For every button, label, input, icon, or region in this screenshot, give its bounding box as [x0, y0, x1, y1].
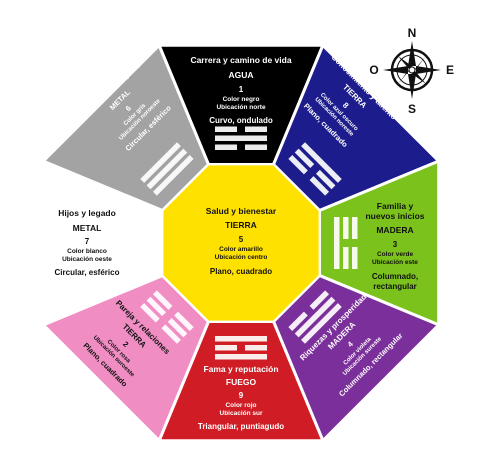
north-color: Color negro [223, 96, 260, 103]
trigram-line [301, 142, 342, 183]
south-element: FUEGO [226, 377, 257, 387]
trigram-line [152, 154, 194, 196]
trigram-line [215, 336, 267, 342]
center-location: Ubicación centro [215, 254, 268, 261]
northwest-number: 6 [124, 104, 133, 113]
west-number: 7 [85, 237, 90, 246]
north-location: Ubicación norte [216, 104, 266, 111]
trigram-line [343, 247, 349, 269]
trigram-line [315, 169, 336, 190]
north-title: Carrera y camino de vida [190, 55, 291, 65]
sector-shapes [40, 42, 442, 444]
trigram-line [215, 354, 267, 360]
trigram-line [140, 142, 181, 183]
trigram-line [343, 217, 349, 239]
trigram-line [294, 296, 336, 338]
south-location: Ubicación sur [220, 410, 263, 417]
trigram-line [215, 126, 237, 132]
sector-west: Hijos y legado METAL 7 Color blanco Ubic… [55, 208, 120, 277]
trigram-line [334, 217, 340, 269]
north-element: AGUA [228, 70, 253, 80]
west-title: Hijos y legado [58, 208, 116, 218]
sector-center: Salud y bienestar TIERRA 5 Color amarill… [206, 206, 277, 276]
trigram-line [215, 135, 267, 141]
trigram-bars [124, 126, 358, 360]
trigram-line [294, 148, 315, 169]
trigram-line [288, 311, 308, 332]
compass-needle-west [383, 66, 408, 74]
sector-east: Familia y nuevos inicios MADERA 3 Color … [365, 201, 424, 291]
compass-needle-east [416, 66, 441, 74]
trigram-southeast [288, 290, 342, 344]
trigram-line [215, 345, 237, 351]
trigram-line [309, 290, 330, 310]
south-color: Color rojo [225, 402, 256, 409]
compass-south-letter: S [408, 102, 416, 116]
west-element: METAL [73, 223, 102, 233]
south-title: Fama y reputación [203, 364, 278, 374]
compass-rose: N S E O [369, 26, 454, 116]
trigram-line [245, 126, 267, 132]
sector-north: Carrera y camino de vida AGUA 1 Color ne… [190, 55, 291, 125]
east-shape-line1: Columnado, [372, 272, 418, 281]
center-octagon [163, 165, 319, 321]
compass-needle-south [408, 74, 416, 99]
trigram-line [167, 317, 188, 338]
compass-needle-north [408, 41, 416, 66]
trigram-line [133, 217, 139, 269]
southwest-number: 2 [121, 340, 130, 349]
center-element: TIERRA [225, 220, 257, 230]
sector-south: Fama y reputación FUEGO 9 Color rojo Ubi… [198, 364, 284, 431]
compass-east-letter: E [446, 63, 454, 77]
trigram-south [215, 336, 267, 360]
trigram-line [161, 324, 181, 344]
compass-west-letter: O [369, 63, 378, 77]
trigram-line [174, 311, 194, 332]
trigram-southwest [140, 290, 194, 344]
trigram-line [124, 217, 130, 239]
trigram-line [245, 345, 267, 351]
trigram-line [288, 154, 308, 175]
trigram-north [215, 126, 267, 150]
trigram-east [334, 217, 358, 269]
west-shape: Circular, esférico [55, 268, 120, 277]
west-location: Ubicación oeste [62, 256, 112, 263]
trigram-west [124, 217, 148, 269]
center-number: 5 [239, 235, 244, 244]
south-number: 9 [239, 391, 244, 400]
trigram-line [309, 176, 330, 196]
east-shape-line2: rectangular [373, 282, 417, 291]
south-shape: Triangular, puntiagudo [198, 422, 284, 431]
trigram-northeast [288, 142, 342, 196]
compass-center [408, 66, 416, 74]
east-title-line2: nuevos inicios [365, 211, 424, 221]
trigram-line [152, 290, 173, 310]
center-title: Salud y bienestar [206, 206, 277, 216]
east-number: 3 [393, 240, 398, 249]
compass-north-letter: N [408, 26, 417, 40]
trigram-line [245, 144, 267, 150]
west-color: Color blanco [67, 248, 107, 255]
east-location: Ubicación este [372, 259, 418, 266]
trigram-line [301, 303, 342, 344]
east-element: MADERA [376, 225, 413, 235]
trigram-line [124, 247, 130, 269]
southeast-number: 4 [346, 339, 356, 349]
trigram-line [352, 247, 358, 269]
north-number: 1 [239, 85, 244, 94]
east-title-line1: Familia y [377, 201, 414, 211]
trigram-line [146, 148, 188, 190]
trigram-line [146, 296, 167, 317]
north-shape: Curvo, ondulado [209, 116, 273, 125]
trigram-northwest [140, 142, 194, 196]
center-shape: Plano, cuadrado [210, 267, 272, 276]
east-color: Color verde [377, 251, 414, 258]
northeast-number: 8 [341, 101, 351, 111]
trigram-line [215, 144, 237, 150]
center-color: Color amarillo [219, 246, 263, 253]
trigram-line [352, 217, 358, 239]
trigram-line [140, 303, 160, 323]
trigram-line [142, 217, 148, 269]
